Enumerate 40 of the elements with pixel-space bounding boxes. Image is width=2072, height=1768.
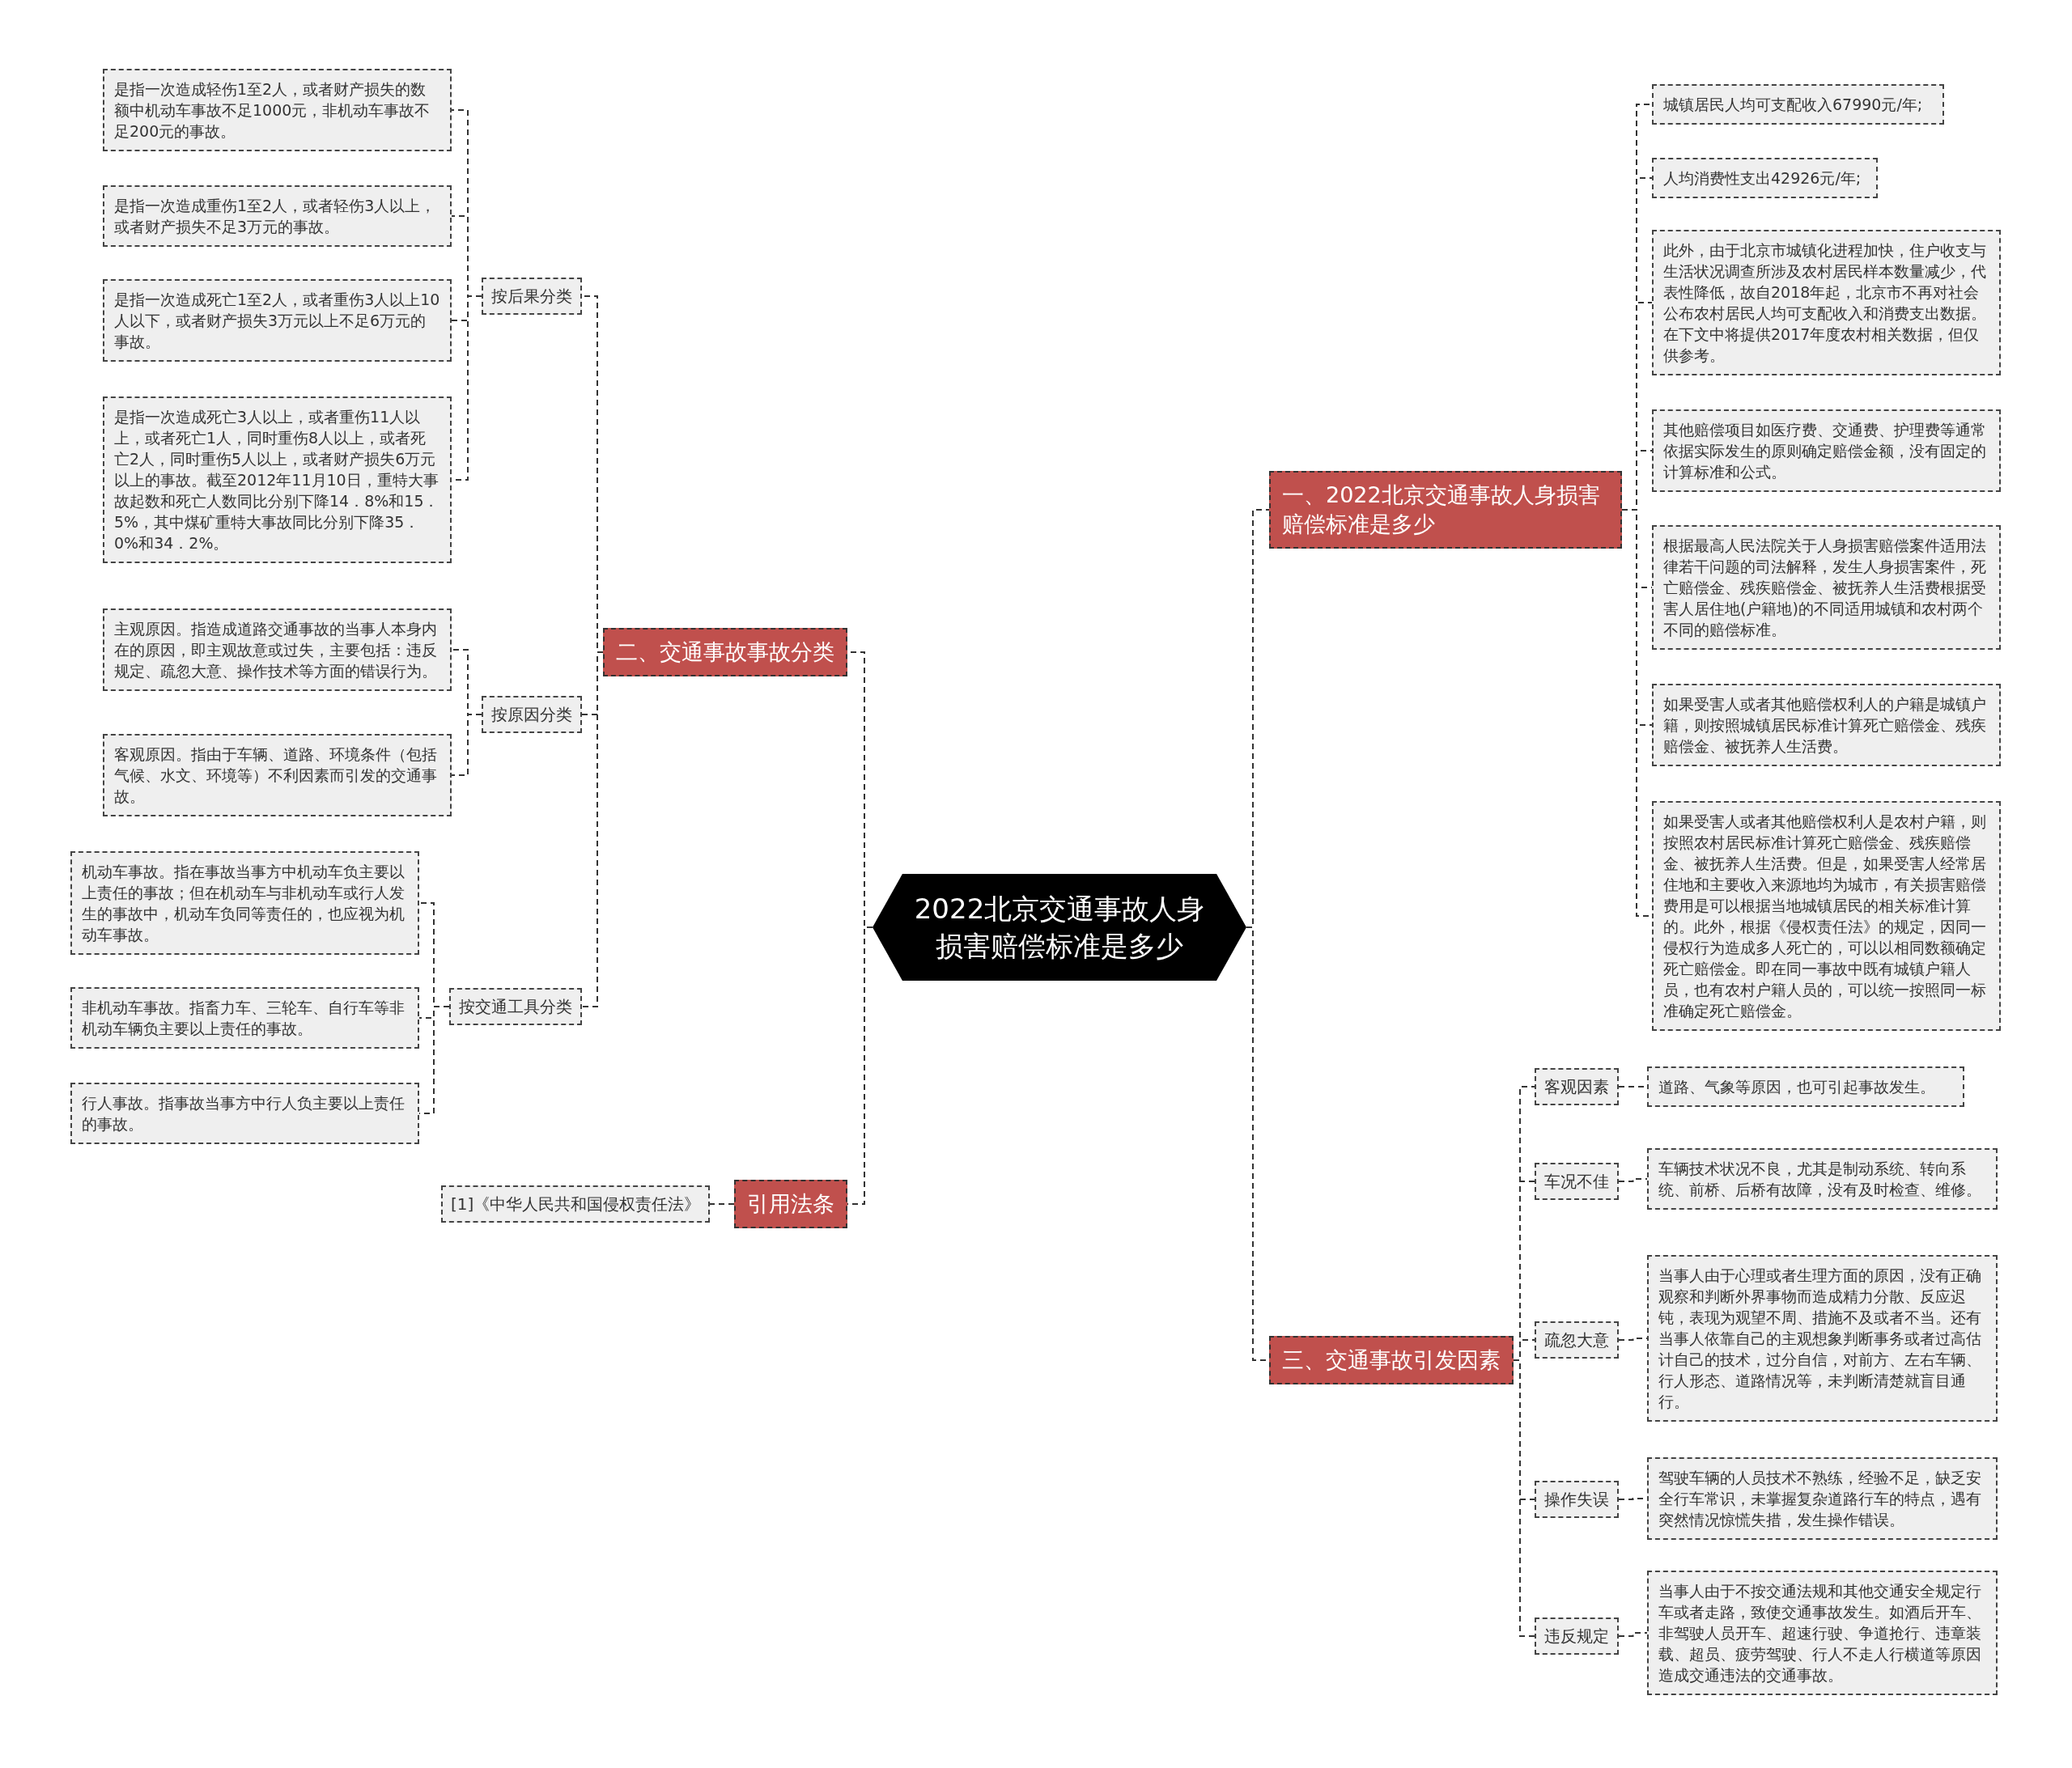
note-box: 城镇居民人均可支配收入67990元/年;	[1652, 84, 1944, 125]
note-box: 如果受害人或者其他赔偿权利人是农村户籍，则按照农村居民标准计算死亡赔偿金、残疾赔偿金、被抚养人生活费。但是，如果受害人经常居住地和主要收入来源地均为城市，有关损害赔偿费用是可以根据当地城镇居民的相关标准计算的。此外，根据《侵权责任法》的规定，因同一侵权行为造成多人死亡的，可以以相同数额确定死亡赔偿金。即在同一事故中既有城镇户籍人员，也有农村户籍人员的，可以统一按照同一标准确定死亡赔偿金。	[1652, 801, 2001, 1031]
note-box: 其他赔偿项目如医疗费、交通费、护理费等通常依据实际发生的原则确定赔偿金额，没有固定的计算标准和公式。	[1652, 409, 2001, 492]
note-box: 非机动车事故。指畜力车、三轮车、自行车等非机动车辆负主要以上责任的事故。	[70, 987, 419, 1049]
note-box: 主观原因。指造成道路交通事故的当事人本身内在的原因，即主观故意或过失，主要包括：违反规定、疏忽大意、操作技术等方面的错误行为。	[103, 608, 452, 691]
note-box: 是指一次造成重伤1至2人，或者轻伤3人以上，或者财产损失不足3万元的事故。	[103, 185, 452, 247]
subtopic-box: 操作失误	[1535, 1481, 1619, 1518]
branch-topic: 三、交通事故引发因素	[1269, 1336, 1514, 1384]
note-box: 是指一次造成轻伤1至2人，或者财产损失的数额中机动车事故不足1000元，非机动车事故不足200元的事故。	[103, 69, 452, 151]
branch-topic: 引用法条	[734, 1180, 847, 1228]
connector	[1513, 1359, 1535, 1637]
subtopic-box: 按原因分类	[482, 696, 582, 733]
connector	[1618, 1178, 1648, 1182]
note-box: 是指一次造成死亡3人以上，或者重伤11人以上，或者死亡1人，同时重伤8人以上，或者死亡2人，同时重伤5人以上，或者财产损失6万元以上的事故。截至2012年11月10日，重特大事故起数和死亡人数同比分别下降14．8%和15．5%，其中煤矿重特大事故同比分别下降35．0%和34．2%。	[103, 396, 452, 563]
subtopic-box: 客观因素	[1535, 1068, 1619, 1105]
branch-topic: 二、交通事故事故分类	[603, 628, 847, 676]
subtopic-box: 按后果分类	[482, 278, 582, 315]
note-box: 车辆技术状况不良，尤其是制动系统、转向系统、前桥、后桥有故障，没有及时检查、维修。	[1647, 1148, 1998, 1210]
note-box: 当事人由于不按交通法规和其他交通安全规定行车或者走路，致使交通事故发生。如酒后开车、非驾驶人员开车、超速行驶、争道抢行、违章装载、超员、疲劳驾驶、行人不走人行横道等原因造成交通违法的交通事故。	[1647, 1571, 1998, 1695]
note-box: 道路、气象等原因，也可引起事故发生。	[1647, 1066, 1964, 1107]
subtopic-box: [1]《中华人民共和国侵权责任法》	[441, 1185, 711, 1223]
note-box: 此外，由于北京市城镇化进程加快，住户收支与生活状况调查所涉及农村居民样本数量减少，代表性降低，故自2018年起，北京市不再对社会公布农村居民人均可支配收入和消费支出数据。在下文中将提供2017年度农村相关数据，但仅供参考。	[1652, 230, 2001, 375]
note-box: 当事人由于心理或者生理方面的原因，没有正确观察和判断外界事物而造成精力分散、反应迟钝，表现为观望不周、措施不及或者不当。还有当事人依靠自己的主观想象判断事务或者过高估计自己的技术，过分自信，对前方、左右车辆、行人形态、道路情况等，未判断清楚就盲目通行。	[1647, 1255, 1998, 1422]
branch-topic: 一、2022北京交通事故人身损害赔偿标准是多少	[1269, 471, 1622, 549]
subtopic-box: 车况不佳	[1535, 1163, 1619, 1200]
note-box: 机动车事故。指在事故当事方中机动车负主要以上责任的事故；但在机动车与非机动车或行人发生的事故中，机动车负同等责任的，也应视为机动车事故。	[70, 851, 419, 955]
subtopic-box: 违反规定	[1535, 1617, 1619, 1655]
note-box: 如果受害人或者其他赔偿权利人的户籍是城镇户籍，则按照城镇居民标准计算死亡赔偿金、残疾赔偿金、被抚养人生活费。	[1652, 684, 2001, 766]
note-box: 行人事故。指事故当事方中行人负主要以上责任的事故。	[70, 1083, 419, 1144]
note-box: 驾驶车辆的人员技术不熟练，经验不足，缺乏安全行车常识，未掌握复杂道路行车的特点，遇有突然情况惊慌失措，发生操作错误。	[1647, 1457, 1998, 1540]
note-box: 根据最高人民法院关于人身损害赔偿案件适用法律若干问题的司法解释，发生人身损害案件，死亡赔偿金、残疾赔偿金、被抚养人生活费根据受害人居住地(户籍地)的不同适用城镇和农村两个不同的赔偿标准。	[1652, 525, 2001, 650]
central-topic: 2022北京交通事故人身损害赔偿标准是多少	[873, 874, 1246, 981]
subtopic-box: 疏忽大意	[1535, 1321, 1619, 1359]
note-box: 人均消费性支出42926元/年;	[1652, 158, 1878, 198]
connector	[451, 714, 482, 776]
note-box: 是指一次造成死亡1至2人，或者重伤3人以上10人以下，或者财产损失3万元以上不足6万元的事故。	[103, 279, 452, 362]
connector	[1618, 1632, 1648, 1637]
connector	[709, 1203, 735, 1205]
note-box: 客观原因。指由于车辆、道路、环境条件（包括气候、水文、环境等）不利因素而引发的交通事故。	[103, 734, 452, 816]
subtopic-box: 按交通工具分类	[449, 988, 582, 1025]
